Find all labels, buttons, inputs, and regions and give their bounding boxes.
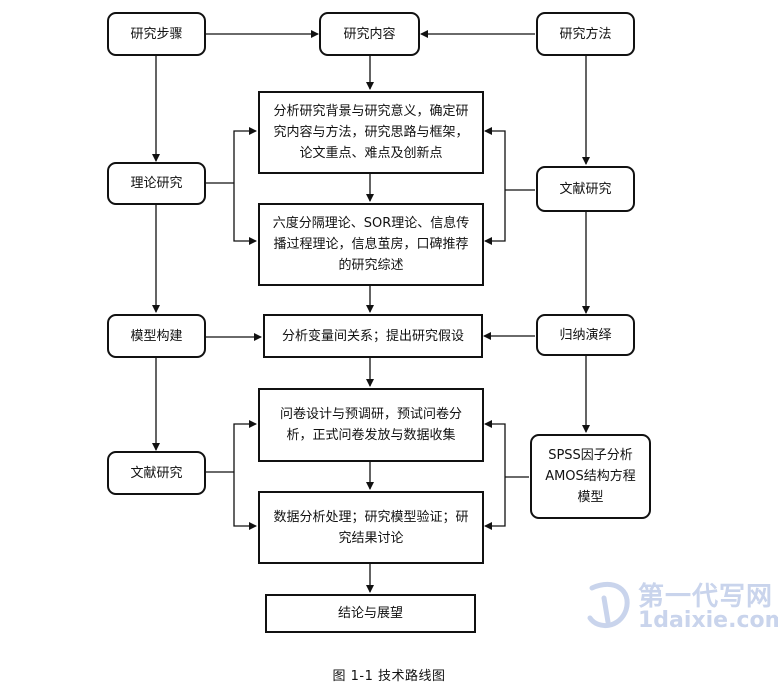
node-literature-review-line-1: 六度分隔理论、SOR理论、信息传 [272, 216, 470, 231]
arrow-right-literature-to-background [484, 127, 506, 190]
node-data-analysis: 数据分析处理；研究模型验证；研 究结果讨论 [258, 491, 484, 564]
node-conclusion: 结论与展望 [265, 594, 476, 633]
node-right-literature-research: 文献研究 [536, 166, 635, 212]
node-induction-deduction: 归纳演绎 [536, 314, 635, 356]
watermark-title: 第一代写网 [638, 582, 774, 612]
arrow-theory-to-background [233, 127, 257, 183]
arrow-stats-to-analysis [484, 477, 506, 530]
node-left-literature-research: 文献研究 [107, 451, 206, 495]
watermark-logo-icon [587, 581, 630, 628]
node-research-methods-label: 研究方法 [559, 26, 612, 42]
node-data-analysis-line-2: 究结果讨论 [338, 530, 404, 546]
node-questionnaire-line-1: 问卷设计与预调研，预试问卷分 [279, 407, 462, 422]
node-research-content-label: 研究内容 [343, 26, 396, 42]
node-statistics-tools-line-3: 模型 [577, 490, 604, 505]
node-literature-review-line-3: 的研究综述 [338, 258, 404, 273]
node-data-analysis-line-1: 数据分析处理；研究模型验证；研 [273, 509, 469, 525]
arrow-literature-to-questionnaire [233, 420, 257, 472]
node-conclusion-label: 结论与展望 [337, 606, 403, 621]
node-right-literature-research-label: 文献研究 [559, 181, 612, 197]
node-background-line-2: 究内容与方法，研究思路与框架， [273, 125, 469, 140]
watermark-url: 1daixie.com [638, 608, 778, 633]
node-background: 分析研究背景与研究意义，确定研 究内容与方法，研究思路与框架， 论文重点、难点及… [258, 91, 484, 174]
node-background-line-3: 论文重点、难点及创新点 [299, 146, 443, 161]
figure-caption: 图 1-1 技术路线图 [332, 669, 446, 684]
node-theory-research: 理论研究 [107, 162, 206, 205]
watermark: 第一代写网 1daixie.com [584, 576, 778, 636]
node-model-building-label: 模型构建 [130, 328, 183, 344]
node-literature-review: 六度分隔理论、SOR理论、信息传 播过程理论，信息茧房，口碑推荐 的研究综述 [258, 203, 484, 286]
node-literature-review-line-2: 播过程理论，信息茧房，口碑推荐 [273, 237, 469, 252]
node-research-methods: 研究方法 [536, 12, 635, 56]
node-statistics-tools-line-1: SPSS因子分析 [548, 448, 633, 463]
node-statistics-tools-line-2: AMOS结构方程 [545, 469, 636, 484]
node-research-steps-label: 研究步骤 [130, 26, 183, 42]
node-questionnaire: 问卷设计与预调研，预试问卷分 析，正式问卷发放与数据收集 [258, 388, 484, 462]
node-hypothesis-label: 分析变量间关系；提出研究假设 [281, 328, 464, 344]
node-induction-deduction-label: 归纳演绎 [559, 327, 612, 343]
arrow-theory-to-review [233, 183, 257, 245]
arrow-right-literature-to-review [484, 190, 506, 245]
node-research-content: 研究内容 [319, 12, 420, 56]
node-background-line-1: 分析研究背景与研究意义，确定研 [273, 104, 469, 119]
node-hypothesis: 分析变量间关系；提出研究假设 [263, 314, 483, 358]
node-research-steps: 研究步骤 [107, 12, 206, 56]
node-questionnaire-line-2: 析，正式问卷发放与数据收集 [286, 428, 456, 443]
arrow-stats-to-questionnaire [484, 420, 506, 477]
node-statistics-tools: SPSS因子分析 AMOS结构方程 模型 [530, 434, 651, 519]
arrow-literature-to-analysis [233, 472, 257, 530]
node-theory-research-label: 理论研究 [130, 176, 183, 191]
node-left-literature-research-label: 文献研究 [130, 465, 183, 481]
node-model-building: 模型构建 [107, 314, 206, 358]
